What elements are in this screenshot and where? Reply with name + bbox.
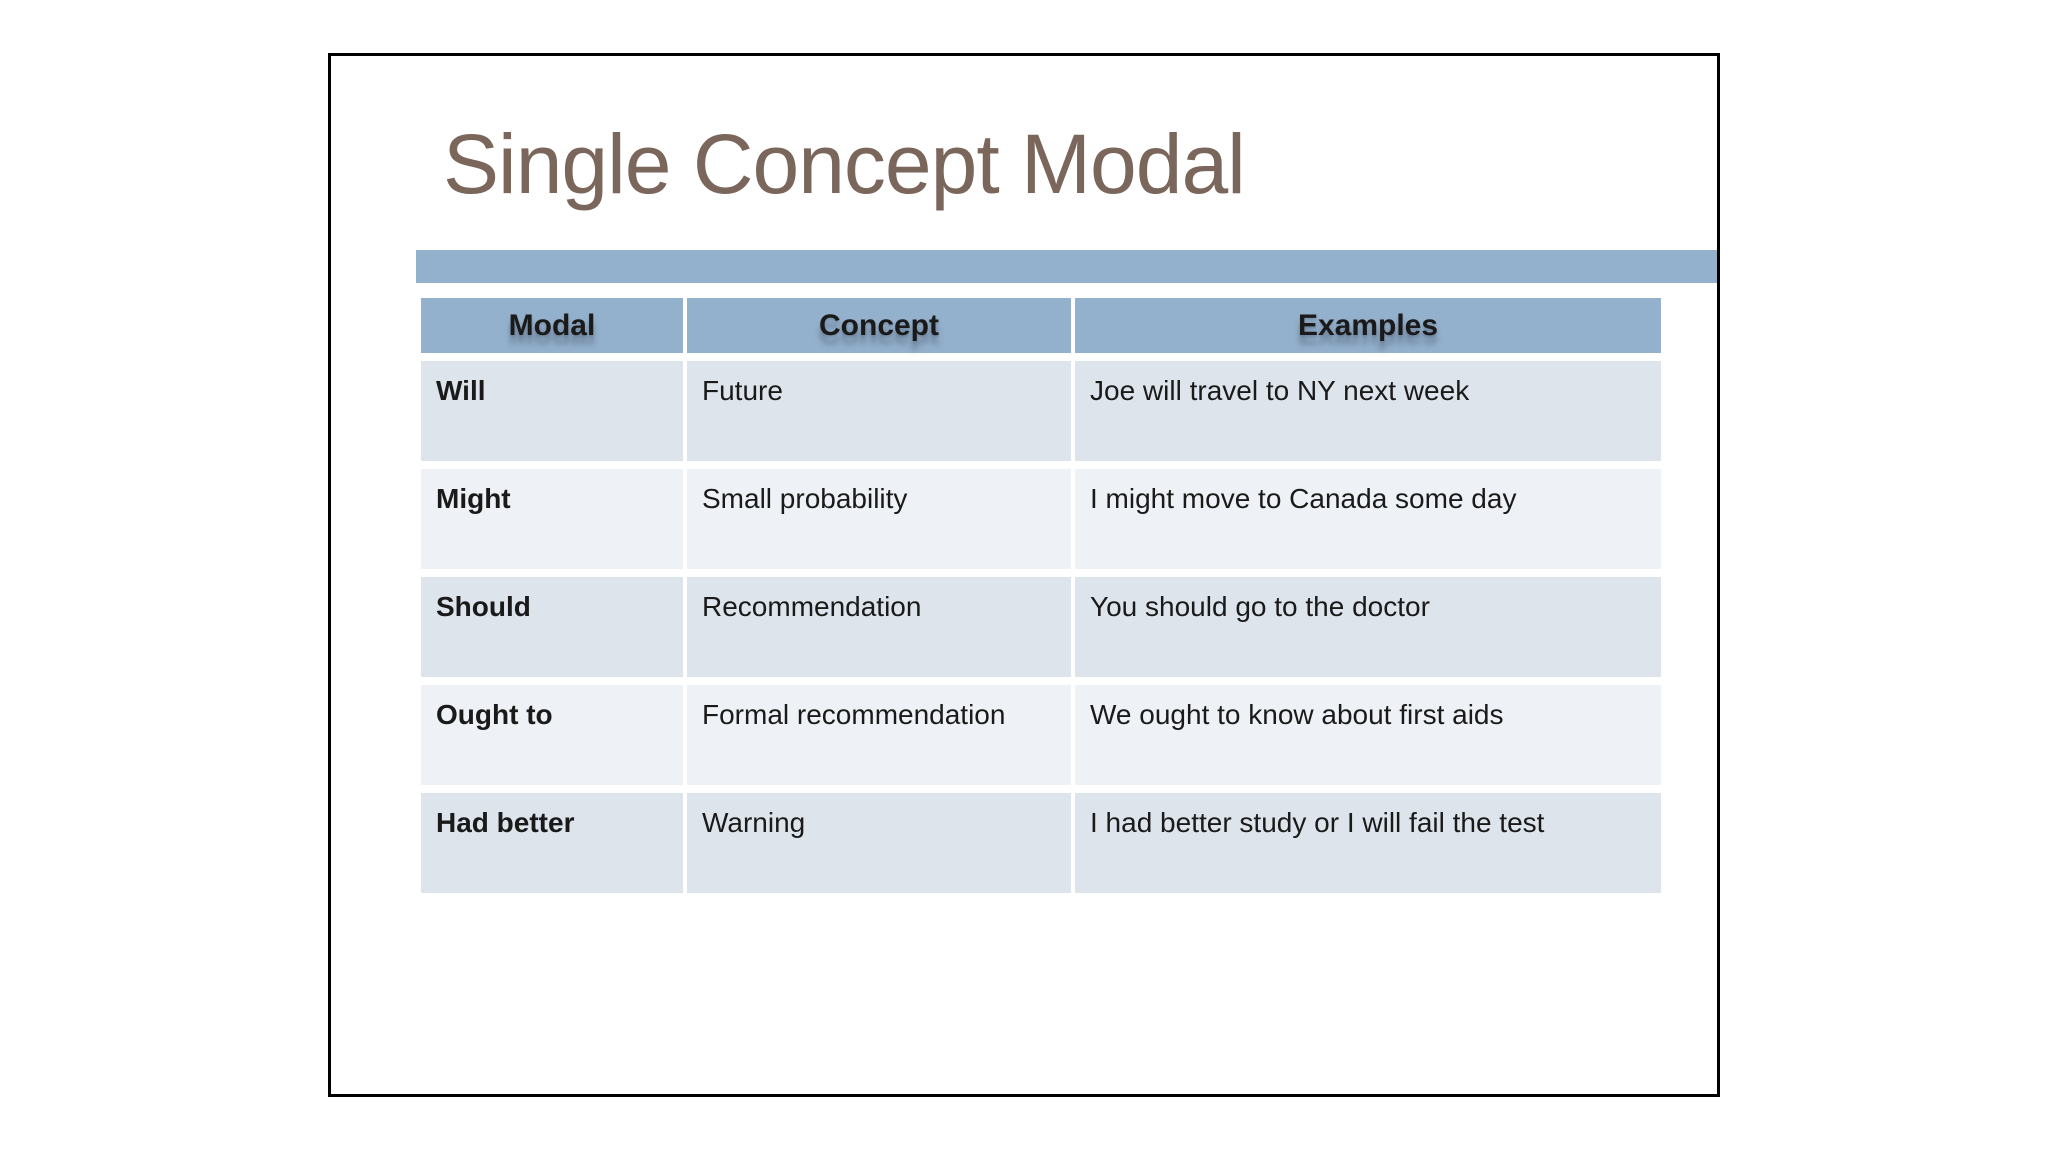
- table-cell-example: Joe will travel to NY next week: [1075, 361, 1661, 461]
- table-cell-concept: Future: [687, 361, 1071, 461]
- table-header-modal: Modal: [421, 298, 683, 353]
- table-cell-concept: Formal recommendation: [687, 685, 1071, 785]
- slide: Single Concept Modal Modal Concept Examp…: [328, 53, 1720, 1097]
- table-cell-example: I might move to Canada some day: [1075, 469, 1661, 569]
- table-cell-concept: Recommendation: [687, 577, 1071, 677]
- table-cell-modal: Might: [421, 469, 683, 569]
- table-cell-example: We ought to know about first aids: [1075, 685, 1661, 785]
- table-cell-example: I had better study or I will fail the te…: [1075, 793, 1661, 893]
- table-header-concept: Concept: [687, 298, 1071, 353]
- table-cell-example: You should go to the doctor: [1075, 577, 1661, 677]
- table-cell-modal: Should: [421, 577, 683, 677]
- table-cell-modal: Had better: [421, 793, 683, 893]
- table-cell-concept: Small probability: [687, 469, 1071, 569]
- accent-bar: [416, 250, 1717, 283]
- table-cell-modal: Will: [421, 361, 683, 461]
- modal-table: Modal Concept Examples Will Future Joe w…: [421, 298, 1661, 893]
- table-header-examples: Examples: [1075, 298, 1661, 353]
- slide-title: Single Concept Modal: [443, 117, 1246, 211]
- table-cell-modal: Ought to: [421, 685, 683, 785]
- table-cell-concept: Warning: [687, 793, 1071, 893]
